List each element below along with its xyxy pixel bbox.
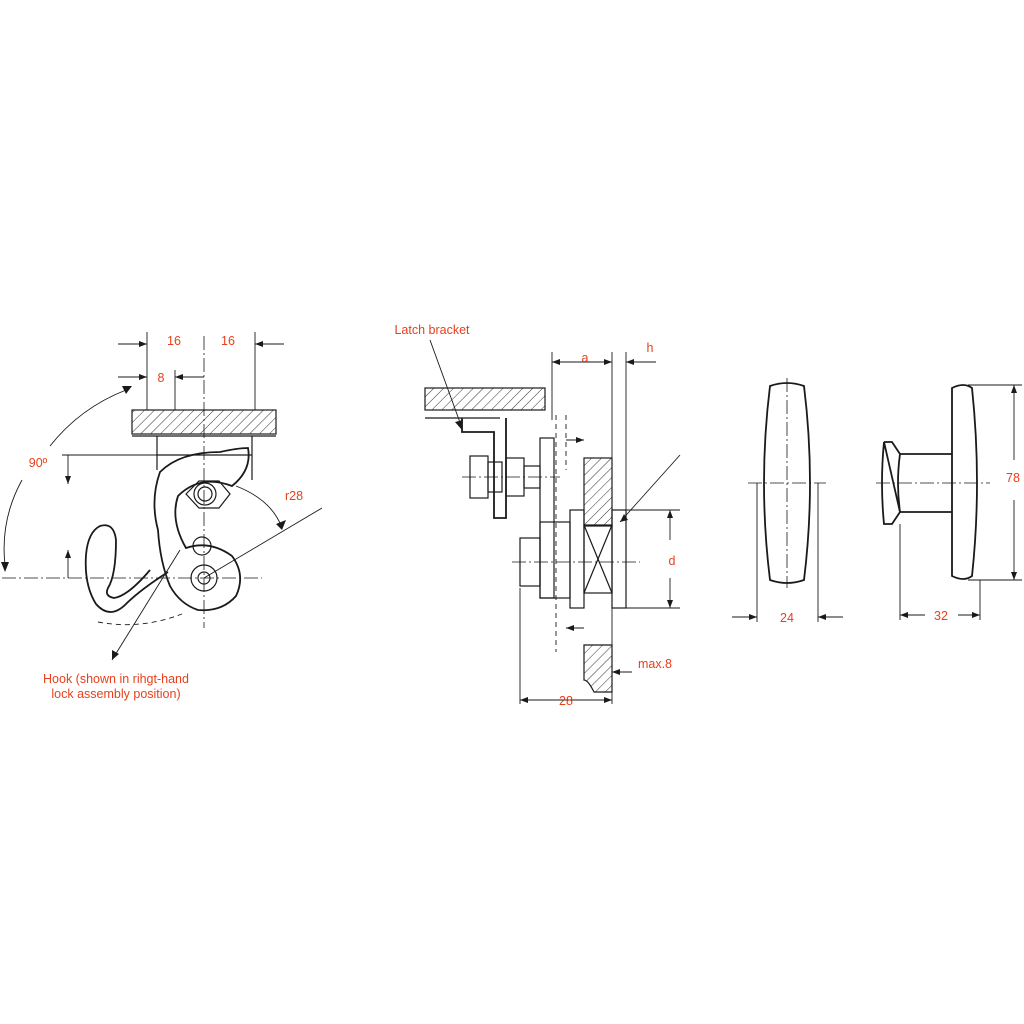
dim-32: 32 bbox=[934, 609, 948, 623]
dim-16-right: 16 bbox=[221, 334, 235, 348]
angle-90: 90º bbox=[29, 456, 48, 470]
dim-24: 24 bbox=[780, 611, 794, 625]
hook-note-line2: lock assembly position) bbox=[51, 687, 180, 701]
latch-bracket-label: Latch bracket bbox=[394, 323, 470, 337]
hook-note-line1: Hook (shown in rihgt-hand bbox=[43, 672, 189, 686]
dim-8: 8 bbox=[158, 371, 165, 385]
dim-h: h bbox=[647, 341, 654, 355]
radius-r28: r28 bbox=[285, 489, 303, 503]
dim-a: a bbox=[582, 351, 589, 365]
dim-28: 28 bbox=[559, 694, 573, 708]
dim-78: 78 bbox=[1006, 471, 1020, 485]
handle-front-view: 24 bbox=[732, 378, 843, 625]
dim-16-left: 16 bbox=[167, 334, 181, 348]
hook-view: 16 16 8 90º r28 Hook (shown in rihgt-han… bbox=[1, 332, 323, 701]
dim-max8: max.8 bbox=[638, 657, 672, 671]
dim-d: d bbox=[669, 554, 676, 568]
section-view: Latch bracket a h d max.8 28 bbox=[394, 323, 681, 708]
handle-side-view: 78 32 bbox=[876, 384, 1022, 623]
